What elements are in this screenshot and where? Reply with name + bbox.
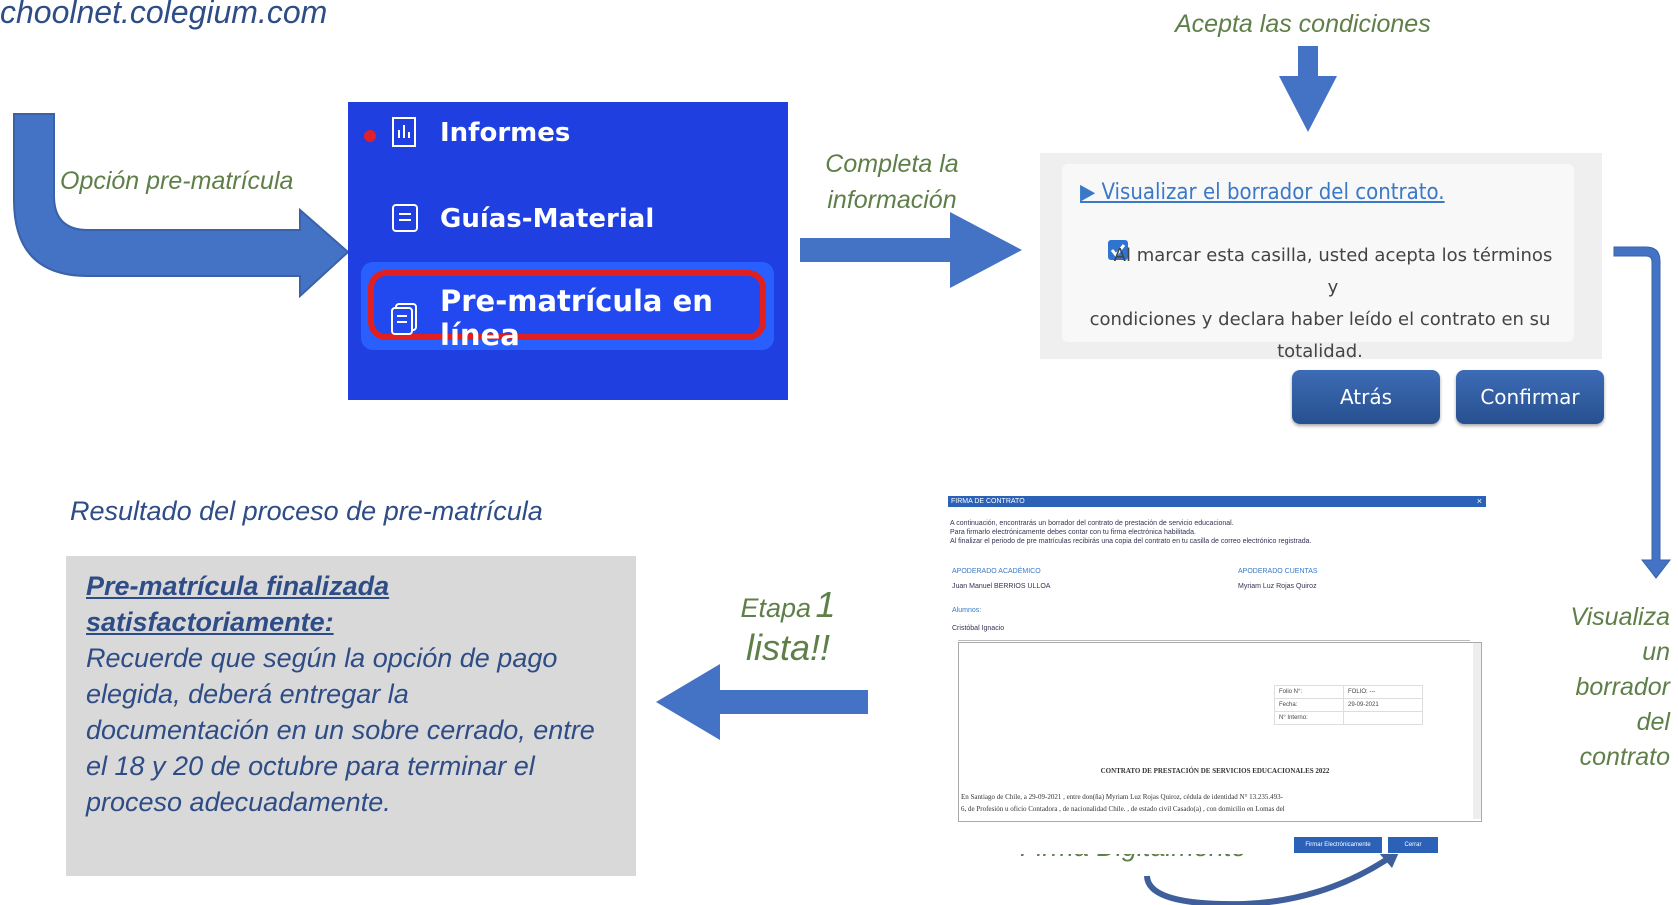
label-acepta: Acepta las condiciones <box>1175 10 1431 38</box>
arrow-to-result <box>656 664 868 740</box>
arrow-down-accept <box>1279 46 1337 132</box>
form-intro: A continuación, encontrarás un borrador … <box>950 520 1312 545</box>
contract-preview[interactable]: Folio N°:FOLIO: --- Fecha:29-09-2021 N° … <box>958 642 1482 822</box>
report-icon <box>390 116 420 150</box>
clipboard-icon <box>390 301 420 335</box>
scrollbar[interactable] <box>1473 643 1481 819</box>
back-button[interactable]: Atrás <box>1292 370 1440 424</box>
confirm-button[interactable]: Confirmar <box>1456 370 1604 424</box>
close-icon[interactable]: × <box>1476 496 1482 506</box>
close-button[interactable]: Cerrar <box>1388 837 1438 853</box>
result-text: Pre-matrícula finalizada satisfactoriame… <box>86 571 595 817</box>
label-opcion: Opción pre-matrícula <box>60 167 294 195</box>
arrow-to-contract-card <box>800 212 1022 288</box>
apoderado-cuentas-value: Myriam Luz Rojas Quiroz <box>1238 583 1317 590</box>
menu-item-guias[interactable]: Guías-Material <box>390 202 654 236</box>
apoderado-academico-label: APODERADO ACADÉMICO <box>952 568 1041 575</box>
accept-checkbox[interactable] <box>1108 240 1128 260</box>
document-icon <box>390 202 420 236</box>
label-resultado: Resultado del proceso de pre-matrícula <box>70 496 543 526</box>
sidebar-menu: Informes Guías-Material Pre-matrícula en… <box>348 102 788 400</box>
menu-item-prematricula[interactable]: Pre-matrícula en línea <box>390 284 788 352</box>
curved-arrow-sign <box>1144 857 1388 905</box>
sign-electronically-button[interactable]: Firmar Electrónicamente <box>1294 837 1382 853</box>
alumno-value: Cristóbal Ignacio <box>952 625 1005 632</box>
label-etapa: Etapa 1 lista!! <box>740 584 836 668</box>
label-visualiza: Visualiza un borrador del contrato <box>1570 603 1670 771</box>
red-highlight-box <box>368 270 766 340</box>
divider <box>958 640 1470 641</box>
folio-table: Folio N°:FOLIO: --- Fecha:29-09-2021 N° … <box>1274 685 1423 725</box>
contract-card-inner <box>1062 164 1574 342</box>
bent-arrow-to-menu <box>13 113 350 299</box>
contract-form: FIRMA DE CONTRATO × A continuación, enco… <box>948 496 1486 854</box>
menu-item-informes[interactable]: Informes <box>390 116 570 150</box>
result-box <box>66 556 636 876</box>
form-header: FIRMA DE CONTRATO <box>948 496 1486 507</box>
url-text: choolnet.colegium.com <box>0 0 328 30</box>
apoderado-cuentas-label: APODERADO CUENTAS <box>1238 568 1318 575</box>
contract-body: En Santiago de Chile, a 29-09-2021 , ent… <box>961 793 1285 813</box>
label-completa: Completa la información <box>825 150 959 214</box>
terms-text: Al marcar esta casilla, usted acepta los… <box>1089 245 1553 362</box>
view-draft-link[interactable]: ▶ Visualizar el borrador del contrato. <box>1080 180 1445 205</box>
contract-title: CONTRATO DE PRESTACIÓN DE SERVICIOS EDUC… <box>1100 767 1330 775</box>
elbow-arrow-down <box>1613 246 1672 579</box>
notification-dot <box>364 130 376 142</box>
apoderado-academico-value: Juan Manuel BERRIOS ULLOA <box>952 583 1051 590</box>
alumnos-label: Alumnos: <box>952 607 982 614</box>
